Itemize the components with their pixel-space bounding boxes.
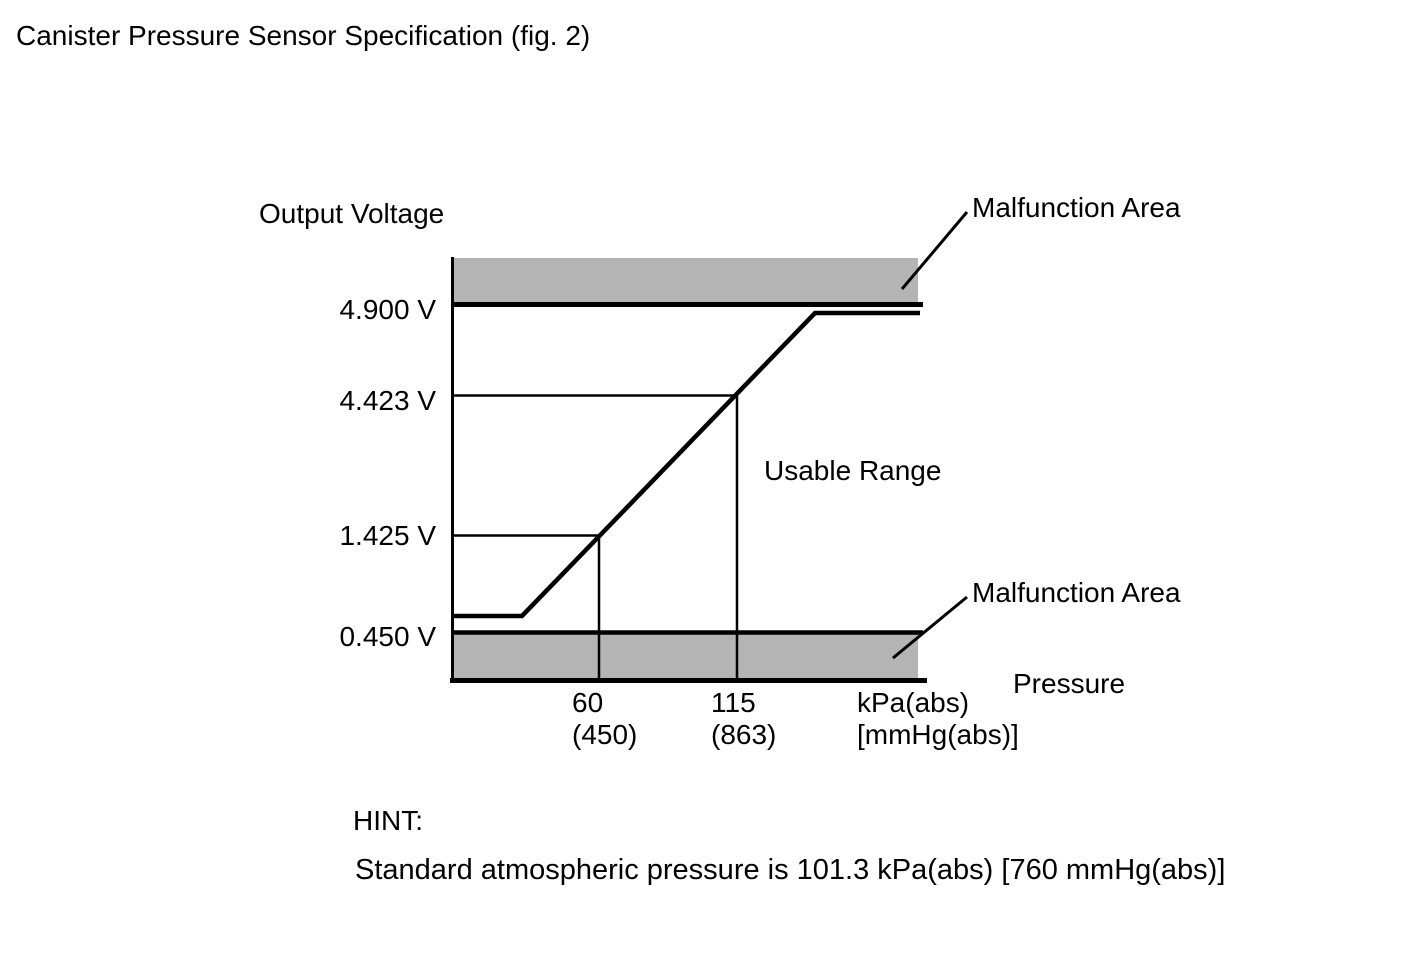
malfunction-band-top [452,258,918,303]
y-tick-4423mv: 4.423 V [339,385,436,416]
malfunction-area-bottom-label: Malfunction Area [972,577,1181,608]
pointer-line-malfunction-bottom [892,595,968,660]
malfunction-band-bottom [452,634,918,678]
x-tick-60kpa-kpa: 60 [572,687,604,718]
y-tick-1425mv: 1.425 V [339,520,436,551]
malfunction-area-top-label: Malfunction Area [972,192,1181,223]
usable-range-label: Usable Range [764,455,942,486]
x-axis-unit-mmhg: [mmHg(abs)] [857,719,1019,750]
page-title: Canister Pressure Sensor Specification (… [16,20,591,51]
y-axis-title: Output Voltage [259,198,445,229]
hint-heading: HINT: [353,805,423,836]
x-tick-60kpa: 60 (450) [572,687,637,751]
sensor-output-curve [452,310,920,619]
pointer-line-malfunction-top [900,211,969,290]
hint-body: Standard atmospheric pressure is 101.3 k… [355,854,1226,886]
x-axis-unit-kpa: kPa(abs) [857,687,970,718]
x-tick-60kpa-mmhg: (450) [572,719,638,750]
x-axis-title: Pressure [1013,668,1126,699]
x-axis-units: kPa(abs) [mmHg(abs)] [857,687,1019,751]
y-tick-4900mv: 4.900 V [339,294,436,325]
x-tick-115kpa-kpa: 115 [711,687,756,718]
y-tick-0450mv: 0.450 V [339,621,436,652]
x-tick-115kpa-mmhg: (863) [711,719,777,750]
x-tick-115kpa: 115 (863) [711,687,776,751]
